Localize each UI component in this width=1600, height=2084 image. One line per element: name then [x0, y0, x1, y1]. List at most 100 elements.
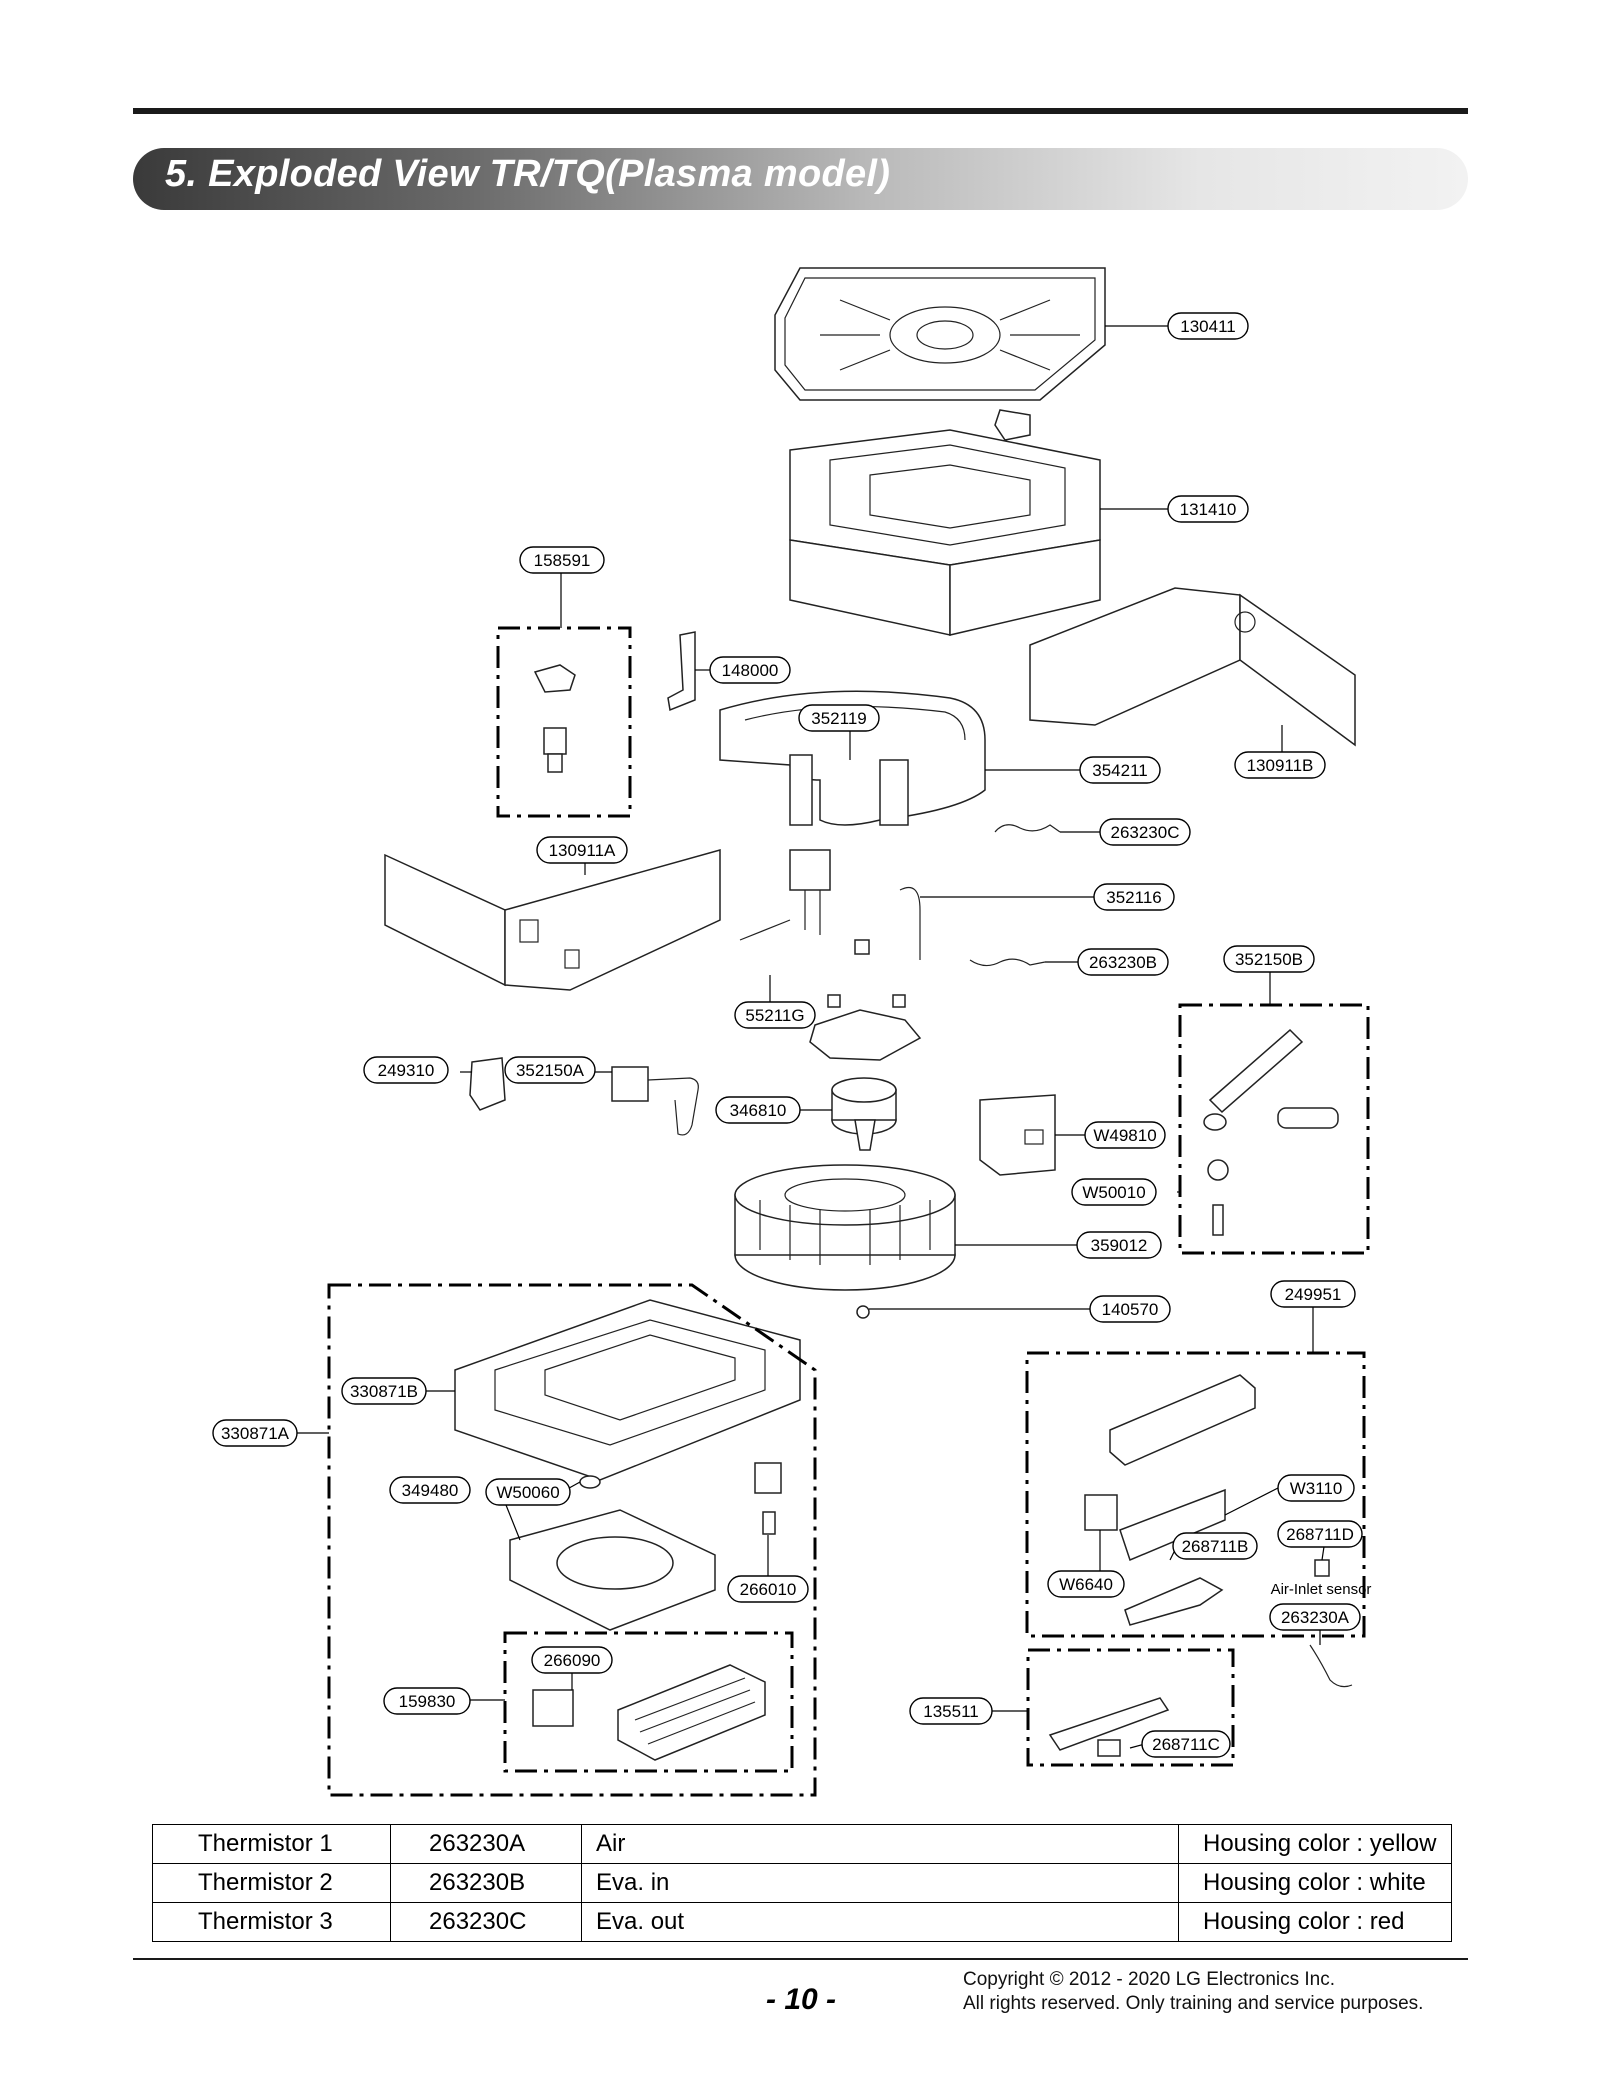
table-cell: Eva. in: [581, 1863, 1179, 1903]
callout-263230C: 263230C: [1099, 818, 1191, 846]
callout-W6640: W6640: [1047, 1570, 1125, 1598]
table-cell: 263230A: [390, 1824, 582, 1864]
top-rule: [133, 108, 1468, 114]
cabinet-part: [789, 429, 1101, 636]
callout-131410: 131410: [1167, 495, 1249, 523]
callout-352119-text: 352119: [811, 709, 866, 728]
callout-268711D: 268711D: [1277, 1520, 1363, 1548]
top-cover-part: [774, 267, 1106, 441]
callout-148000-text: 148000: [722, 661, 779, 680]
callout-352150A: 352150A: [504, 1056, 596, 1084]
side-panel-a-part: [384, 849, 721, 991]
table-row: Thermistor 1 263230A Air Housing color :…: [152, 1824, 1452, 1864]
callout-352119: 352119: [798, 704, 880, 732]
callout-130911B-text: 130911B: [1247, 756, 1314, 775]
callout-W49810: W49810: [1084, 1121, 1166, 1149]
callout-W49810-text: W49810: [1093, 1126, 1156, 1145]
orifice-part: [509, 1509, 716, 1631]
callout-159830-text: 159830: [399, 1692, 456, 1711]
sensor-parts-158591: [533, 664, 576, 773]
table-cell: Air: [581, 1824, 1179, 1864]
callout-249310: 249310: [363, 1056, 449, 1084]
table-row: Thermistor 2 263230B Eva. in Housing col…: [152, 1863, 1452, 1903]
heat-exchanger-part: [719, 690, 986, 826]
table-cell: Thermistor 1: [152, 1824, 391, 1864]
callout-266010: 266010: [727, 1575, 809, 1603]
callout-158591-text: 158591: [534, 551, 591, 570]
callout-268711C: 268711C: [1141, 1730, 1231, 1758]
callout-263230B: 263230B: [1077, 948, 1169, 976]
leader-lines: [297, 325, 1326, 1749]
callout-346810-text: 346810: [730, 1101, 787, 1120]
callout-268711B-text: 268711B: [1182, 1537, 1249, 1556]
side-panel-b-part: [1029, 587, 1356, 747]
group-box-249951: [1025, 1351, 1366, 1638]
callout-263230A: 263230A: [1269, 1603, 1361, 1631]
callout-266090-text: 266090: [544, 1651, 601, 1670]
callout-263230A-text: 263230A: [1281, 1608, 1350, 1627]
callout-55211G: 55211G: [734, 1001, 816, 1029]
plug-part: [579, 1475, 601, 1489]
callout-330871A: 330871A: [212, 1419, 298, 1447]
thermistor-wire-b: [969, 958, 1046, 967]
bottom-rule: [133, 1958, 1468, 1960]
callout-W6640-text: W6640: [1059, 1575, 1113, 1594]
callout-130411: 130411: [1167, 312, 1249, 340]
drain-hose-kit-parts: [1203, 1028, 1339, 1236]
callout-130911A: 130911A: [536, 836, 628, 864]
callout-352150B: 352150B: [1223, 945, 1315, 973]
control-cover-part: [979, 1094, 1056, 1176]
callout-359012: 359012: [1076, 1231, 1162, 1259]
callout-130911A-text: 130911A: [549, 841, 616, 860]
turbo-fan-part: [734, 1164, 956, 1291]
callout-346810: 346810: [715, 1096, 801, 1124]
thermistor-table: Thermistor 1 263230A Air Housing color :…: [152, 1824, 1452, 1942]
page-number: - 10 -: [766, 1983, 837, 2016]
callout-148000: 148000: [709, 656, 791, 684]
drain-pan-part: [454, 1299, 801, 1481]
pcb-parts: [1048, 1697, 1170, 1757]
callout-349480: 349480: [389, 1476, 471, 1504]
callout-140570-text: 140570: [1102, 1300, 1159, 1319]
table-cell: Thermistor 3: [152, 1902, 391, 1942]
title-bar: [133, 148, 1468, 210]
callout-135511: 135511: [909, 1697, 993, 1725]
callout-263230C-text: 263230C: [1110, 823, 1179, 842]
callout-268711B: 268711B: [1172, 1532, 1258, 1560]
drain-part-249310: [469, 1057, 506, 1111]
callout-330871A-text: 330871A: [221, 1424, 290, 1443]
callout-354211: 354211: [1079, 756, 1161, 784]
fan-motor-part: [831, 1077, 897, 1151]
thermistor-wire-c: [994, 824, 1061, 833]
callout-352150A-text: 352150A: [516, 1061, 585, 1080]
callout-249310-text: 249310: [378, 1061, 435, 1080]
callout-263230B-text: 263230B: [1089, 953, 1157, 972]
washer-part: [856, 1305, 870, 1319]
table-cell: 263230B: [390, 1863, 582, 1903]
callout-159830: 159830: [383, 1687, 471, 1715]
callout-W3110: W3110: [1277, 1474, 1355, 1502]
group-box-159830: [503, 1631, 794, 1773]
callout-W50060: W50060: [485, 1478, 571, 1506]
bracket-148000-part: [667, 631, 696, 712]
callout-266090: 266090: [531, 1646, 613, 1674]
callout-354211-text: 354211: [1092, 761, 1147, 780]
callout-268711D-text: 268711D: [1286, 1525, 1354, 1544]
table-cell: Housing color : yellow: [1178, 1824, 1452, 1864]
callout-130411-text: 130411: [1180, 317, 1235, 336]
table-cell: 263230C: [390, 1902, 582, 1942]
callout-352116: 352116: [1093, 883, 1175, 911]
callout-140570: 140570: [1089, 1295, 1171, 1323]
exploded-view-diagram: 130411 131410 158591 148000 352119 35421…: [212, 267, 1372, 1797]
callout-330871B: 330871B: [341, 1377, 427, 1405]
callout-249951-text: 249951: [1285, 1285, 1342, 1304]
control-box-parts: [1084, 1374, 1353, 1688]
callout-352116-text: 352116: [1106, 888, 1161, 907]
group-box-158591: [496, 626, 632, 818]
air-inlet-sensor-label: Air-Inlet sensor: [1271, 1581, 1372, 1598]
callout-135511-text: 135511: [923, 1702, 978, 1721]
callout-W50010-text: W50010: [1082, 1183, 1145, 1202]
motor-mount-part: [809, 1009, 922, 1061]
copyright-line-2: All rights reserved. Only training and s…: [963, 1993, 1424, 2014]
float-switch-part: [754, 1462, 782, 1535]
